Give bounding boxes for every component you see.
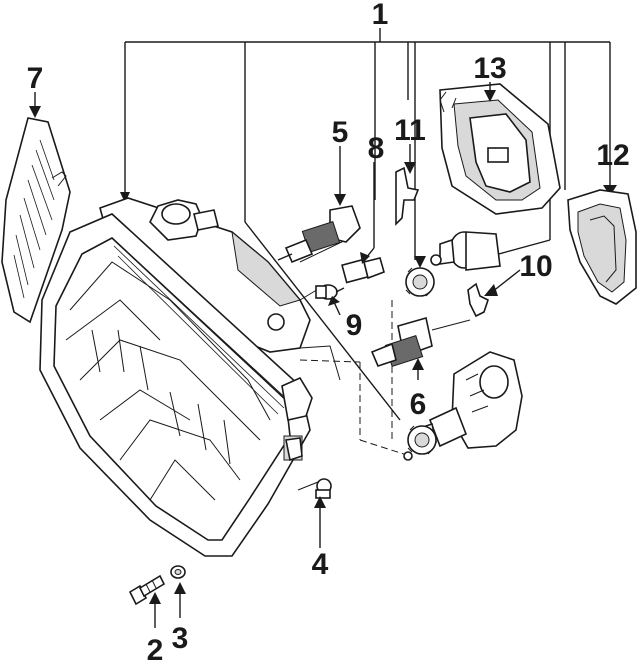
retaining-ring-upper [405,256,435,297]
headlamp-housing [39,197,341,557]
clip-part-11 [395,144,420,226]
callout-2: 2 [147,634,164,665]
callout-8: 8 [368,132,385,165]
callout-9: 9 [346,309,363,342]
callout-6: 6 [410,388,427,421]
retaining-ring-lower [403,425,437,461]
bulb-part-9 [315,284,345,316]
fastener-part-4 [314,478,332,548]
lens-part-7 [1,92,71,324]
callout-5: 5 [332,116,349,149]
alignment-lines [297,237,411,491]
bulb-part-8 [341,162,385,284]
bulb-part-6 [370,316,471,380]
bulb-part-5 [277,146,361,264]
callout-1: 1 [372,0,389,31]
callout-10: 10 [519,250,552,283]
bolt-part-2 [128,574,166,628]
callout-12: 12 [596,139,629,172]
callout-3: 3 [172,622,189,655]
clip-part-10 [467,269,521,318]
socket-upper [430,231,501,271]
callout-7: 7 [27,62,44,95]
callout-13: 13 [473,52,506,85]
leveling-motor [413,351,523,450]
washer-part-3 [170,565,186,618]
seal-part-12 [567,189,637,305]
callout-labels: 1 7 13 11 5 8 12 10 9 6 4 2 3 [27,0,630,665]
callout-4: 4 [312,548,329,581]
callout-11: 11 [394,114,426,147]
callout-1-leaders [120,28,617,421]
cover-part-13 [439,82,561,215]
